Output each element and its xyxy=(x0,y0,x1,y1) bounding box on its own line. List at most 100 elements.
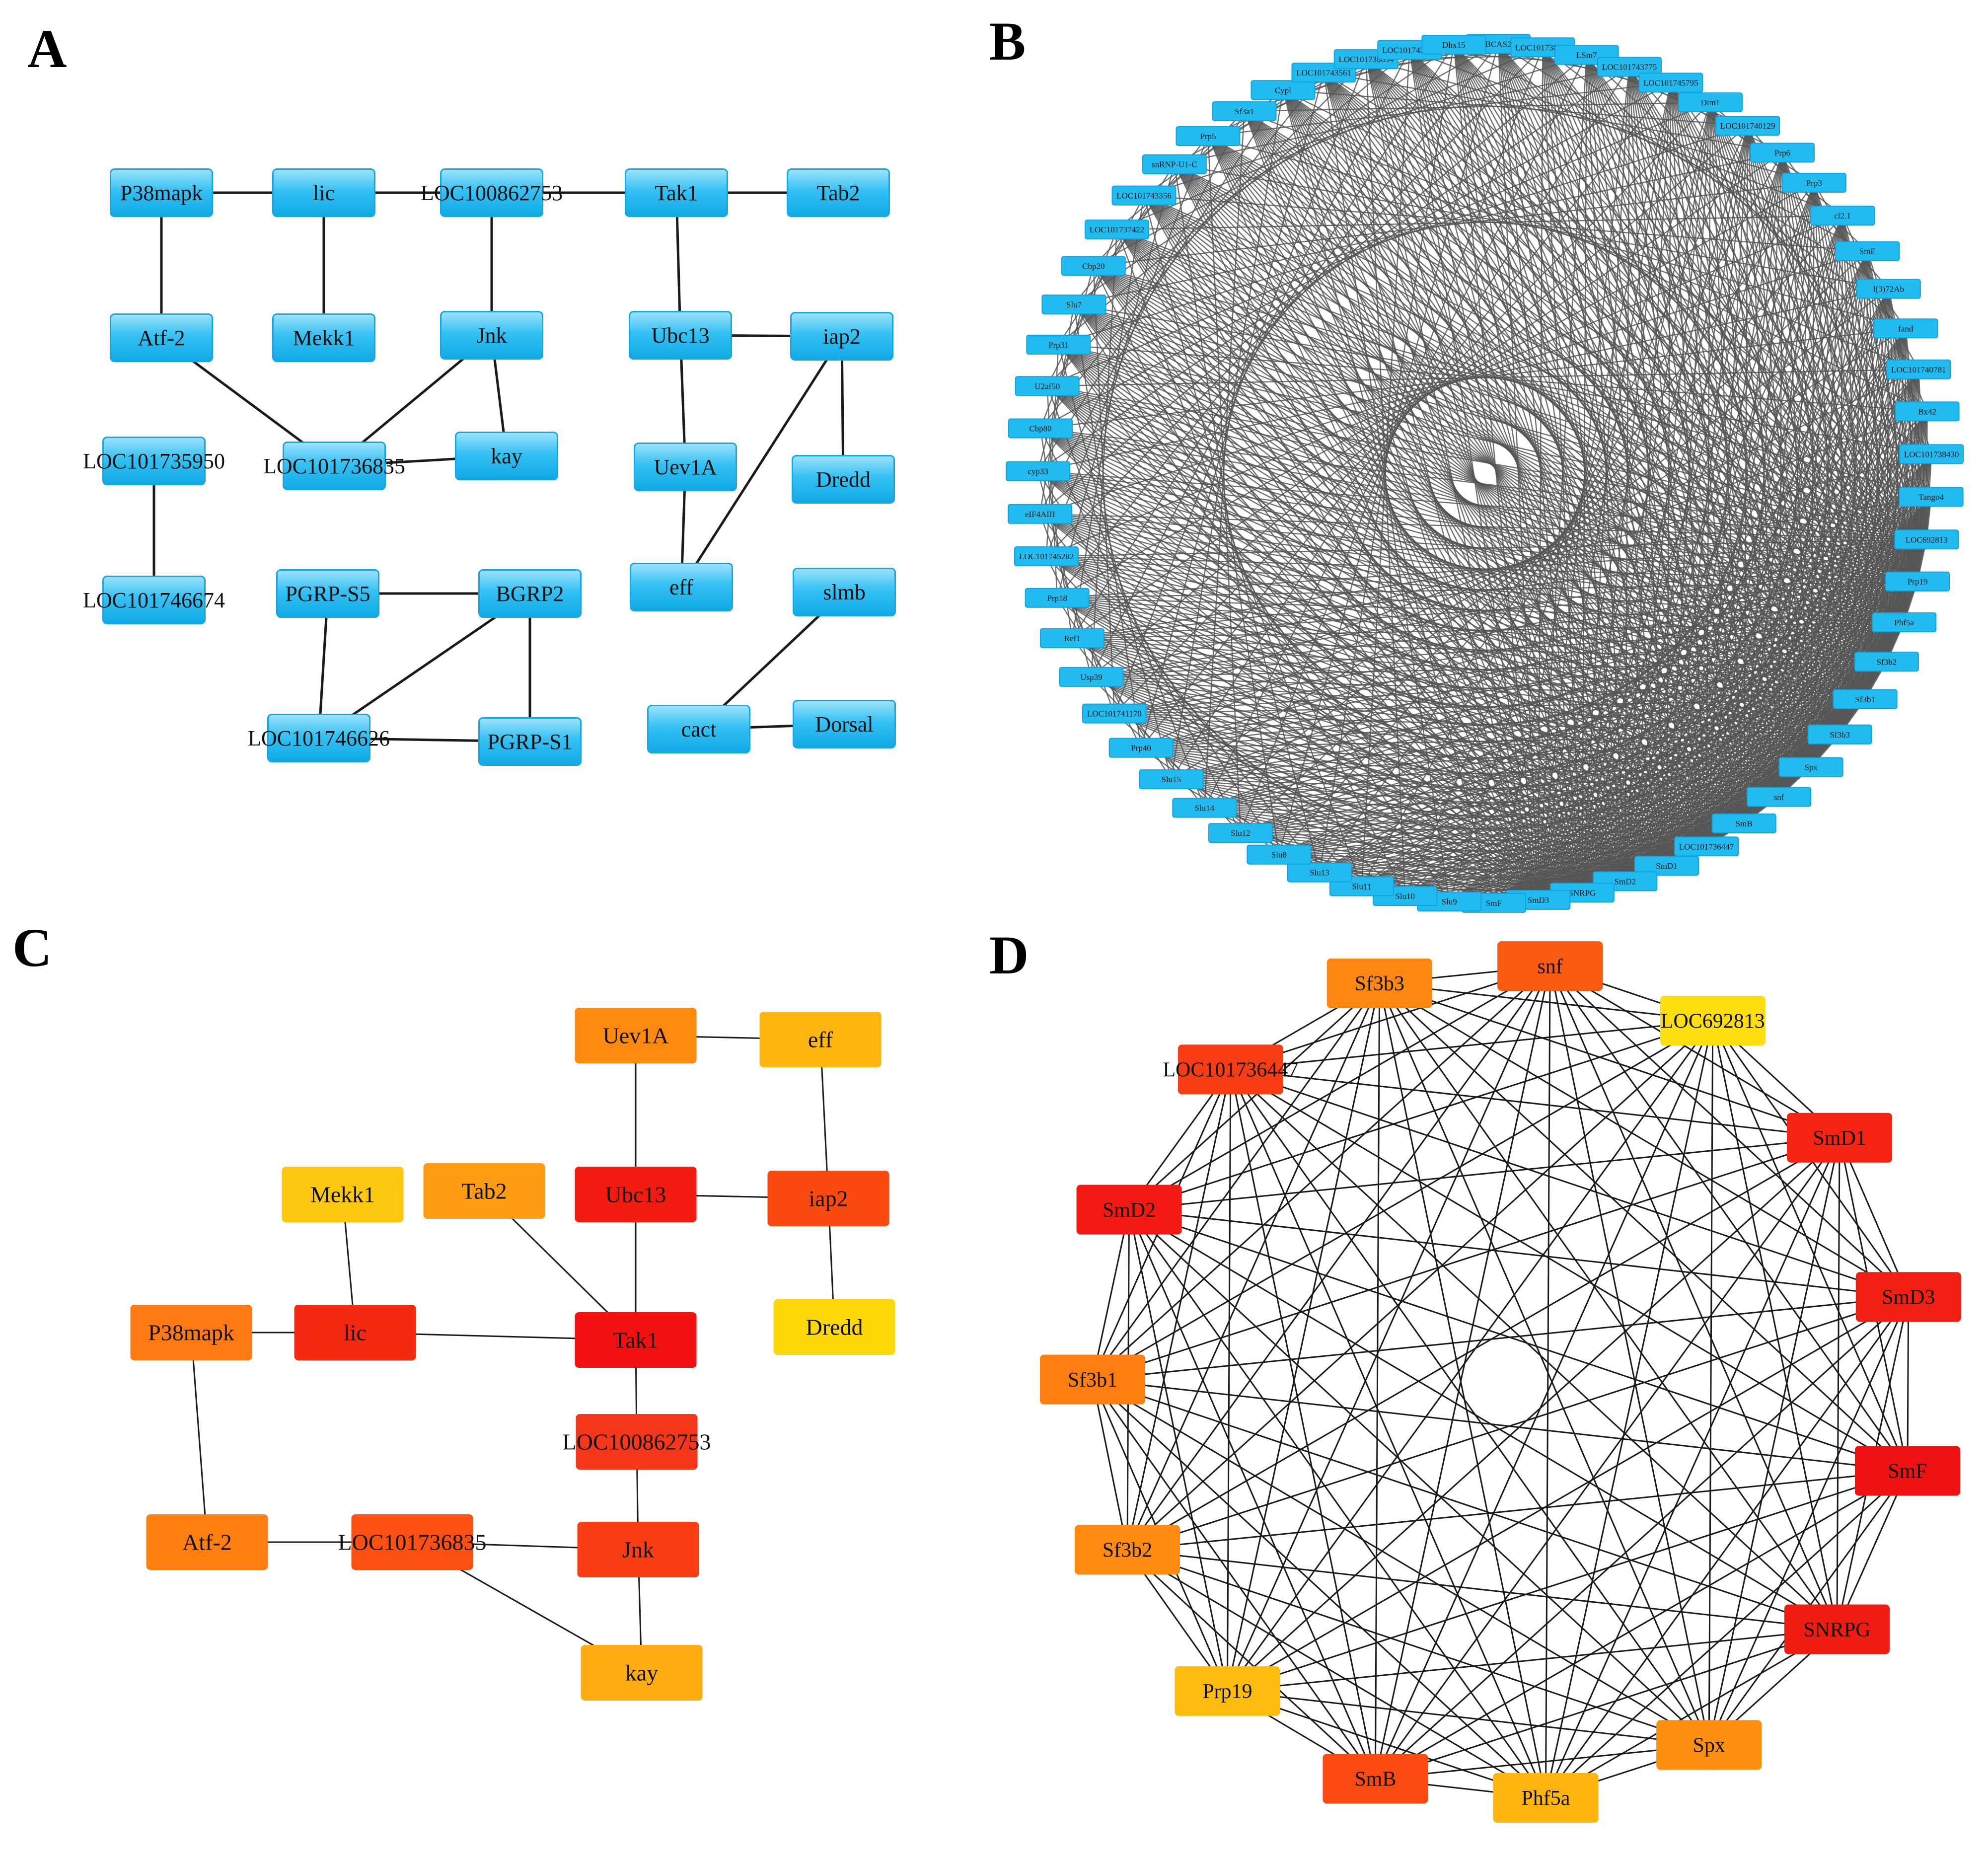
edge-smd1-sf3b1 xyxy=(1092,1137,1840,1380)
node-box xyxy=(478,569,582,618)
edge xyxy=(1093,265,1931,498)
node-box xyxy=(1139,769,1204,790)
edge xyxy=(1624,411,1928,882)
node-smd3: SmD3 xyxy=(1855,1272,1961,1322)
node-snrnp-u1-c: snRNP-U1-C xyxy=(1142,154,1207,174)
node-dhx15: Dhx15 xyxy=(1421,35,1486,55)
node-box xyxy=(1750,143,1815,163)
node-label: LOC101746626 xyxy=(248,726,390,750)
node-label: Sf3a1 xyxy=(1235,107,1254,116)
node-label: snf xyxy=(1774,792,1784,802)
edge-smd3-prp19 xyxy=(1227,1296,1909,1692)
node-tango4: Tango4 xyxy=(1899,487,1964,507)
node-prp31: Prp31 xyxy=(1026,334,1091,355)
edge-loc692813-sf3b3 xyxy=(1379,982,1713,1022)
edge-smd1-loc101736447 xyxy=(1230,1068,1840,1139)
edge-smd3-smd2 xyxy=(1129,1208,1909,1298)
edge-phf5a-smd2 xyxy=(1128,1209,1546,1798)
node-smb: SmB xyxy=(1711,813,1776,833)
node-atf-2: Atf-2 xyxy=(110,313,213,362)
edge xyxy=(1581,328,1907,893)
edge xyxy=(1174,163,1889,290)
node-sf3a1: Sf3a1 xyxy=(1212,101,1277,122)
node-box xyxy=(577,1522,699,1577)
edge xyxy=(1810,251,1868,767)
node-box xyxy=(1810,206,1875,226)
node-label: U2af50 xyxy=(1034,381,1060,391)
node-box xyxy=(1784,1604,1890,1654)
edge xyxy=(1538,496,1932,900)
node-label: cl2.1 xyxy=(1834,211,1851,221)
node-label: Sf3b2 xyxy=(1103,1539,1152,1562)
edge xyxy=(1839,411,1928,735)
edge xyxy=(1666,496,1932,866)
edge xyxy=(1323,72,1932,455)
node-box xyxy=(773,1299,895,1355)
node-label: Dredd xyxy=(806,1315,863,1340)
node-mekk1: Mekk1 xyxy=(272,313,375,362)
node-u2af50: U2af50 xyxy=(1015,376,1080,396)
node-label: Mekk1 xyxy=(293,326,355,350)
edge-snf-smd1 xyxy=(1549,965,1840,1138)
node-spx: Spx xyxy=(1656,1720,1762,1770)
node-box xyxy=(1747,787,1812,807)
edge xyxy=(1581,182,1815,893)
panel-label-c: C xyxy=(12,917,52,978)
node-loc101736835: LOC101736835 xyxy=(263,442,405,490)
node-label: Uev1A xyxy=(603,1023,669,1048)
panel-label-b: B xyxy=(989,11,1026,72)
node-label: LOC100862753 xyxy=(421,181,563,205)
edge xyxy=(1810,289,1890,767)
node-l-3-72ab: l(3)72Ab xyxy=(1856,279,1921,299)
node-label: LOC101736447 xyxy=(1163,1059,1298,1082)
node-label: SNRPG xyxy=(1568,888,1596,897)
node-label: Prp31 xyxy=(1048,340,1069,350)
edge xyxy=(1058,344,1583,893)
node-slu13: Slu13 xyxy=(1287,862,1352,883)
node-box xyxy=(625,168,728,217)
node-cbp80: Cbp80 xyxy=(1008,418,1073,439)
node-loc101743356: LOC101743356 xyxy=(1111,185,1177,206)
node-box xyxy=(1076,1185,1182,1235)
node-label: lic xyxy=(313,181,335,205)
edge-loc692813-snrpg xyxy=(1712,1020,1838,1630)
edge-snf-smd2 xyxy=(1128,965,1550,1210)
node-box xyxy=(1715,116,1780,136)
node-loc101740129: LOC101740129 xyxy=(1715,116,1780,136)
node-label: Tak1 xyxy=(655,181,698,205)
node-box xyxy=(1326,958,1432,1008)
panel-d-circular-heat-network: snfLOC692813SmD1SmD3SmFSNRPGSpxPhf5aSmBP… xyxy=(1040,941,1961,1823)
edge xyxy=(1778,289,1890,797)
node-box xyxy=(423,1163,545,1219)
edge-snf-spx xyxy=(1549,966,1710,1745)
edge-phf5a-sf3b1 xyxy=(1092,1379,1546,1798)
node-label: Sf3b1 xyxy=(1068,1369,1117,1392)
node-box xyxy=(1026,334,1091,355)
edge-phf5a-prp19 xyxy=(1227,1690,1546,1799)
node-label: Slu9 xyxy=(1442,897,1457,906)
node-label: Sf3b3 xyxy=(1355,972,1404,995)
node-box xyxy=(1899,487,1964,507)
edge xyxy=(1581,215,1843,893)
edge xyxy=(1538,369,1919,900)
edge xyxy=(1705,328,1907,847)
edge xyxy=(1047,101,1711,387)
node-label: LOC101743356 xyxy=(1116,191,1172,201)
node-box xyxy=(1247,844,1312,865)
node-label: PGRP-S5 xyxy=(285,582,370,606)
node-label: LOC101741170 xyxy=(1087,709,1142,719)
node-box xyxy=(294,1305,416,1360)
edge-loc692813-sf3b1 xyxy=(1092,1020,1713,1380)
node-label: SNRPG xyxy=(1803,1619,1870,1641)
edge xyxy=(1624,496,1932,882)
node-label: Slu15 xyxy=(1161,775,1181,784)
edge-phf5a-sf3b3 xyxy=(1379,983,1546,1798)
edge-snrpg-phf5a xyxy=(1545,1629,1838,1799)
node-slu12: Slu12 xyxy=(1208,823,1273,843)
edge xyxy=(1116,229,1583,893)
node-loc101745795: LOC101745795 xyxy=(1638,73,1703,93)
node-box xyxy=(455,432,558,480)
node-box xyxy=(1854,652,1919,672)
edge xyxy=(1810,411,1928,767)
